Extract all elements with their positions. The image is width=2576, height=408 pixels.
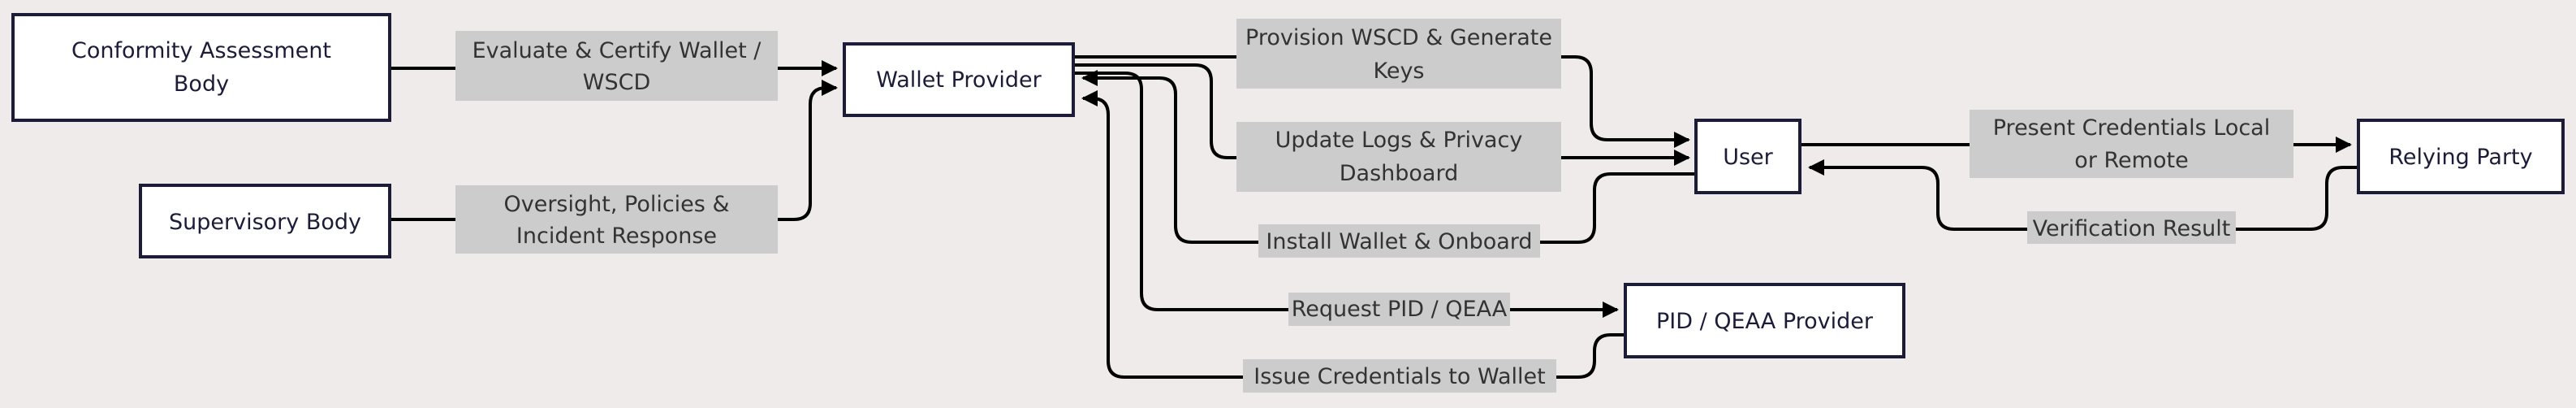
edge-label-update-logs-line-1: Update Logs & Privacy	[1275, 128, 1523, 153]
node-conformity-assessment-body-line-2: Body	[174, 72, 229, 97]
node-supervisory-body-label: Supervisory Body	[169, 210, 361, 235]
edge-label-update-logs: Update Logs & Privacy Dashboard	[1236, 122, 1561, 192]
edge-label-present-credentials: Present Credentials Local or Remote	[1970, 110, 2293, 178]
edge-label-oversight-policies-line-1: Oversight, Policies &	[503, 192, 729, 217]
edge-label-install-wallet: Install Wallet & Onboard	[1258, 224, 1540, 258]
edge-label-provision-wscd-line-2: Keys	[1373, 59, 1424, 84]
node-wallet-provider: Wallet Provider	[843, 42, 1075, 117]
edge-wallet-provider-to-user-provision	[1073, 55, 1690, 148]
node-wallet-provider-label: Wallet Provider	[876, 67, 1042, 93]
edge-label-issue-credentials: Issue Credentials to Wallet	[1243, 359, 1556, 393]
edge-label-oversight-policies: Oversight, Policies & Incident Response	[455, 185, 778, 254]
edge-label-evaluate-certify: Evaluate & Certify Wallet / WSCD	[455, 31, 778, 101]
edge-label-provision-wscd: Provision WSCD & Generate Keys	[1236, 19, 1561, 89]
node-conformity-assessment-body: Conformity Assessment Body	[11, 13, 391, 122]
edge-wallet-provider-to-pid-request	[1073, 72, 1619, 318]
edge-label-oversight-policies-line-2: Incident Response	[516, 224, 717, 249]
edge-label-request-pid-line-1: Request PID / QEAA	[1292, 297, 1508, 322]
node-pid-qeaa-provider-label: PID / QEAA Provider	[1656, 309, 1874, 334]
edge-label-provision-wscd-line-1: Provision WSCD & Generate	[1245, 25, 1552, 50]
edge-label-verification-result-line-1: Verification Result	[2033, 216, 2231, 241]
edge-label-issue-credentials-line-1: Issue Credentials to Wallet	[1253, 364, 1545, 389]
edge-wallet-provider-to-user-logs	[1073, 63, 1690, 166]
edge-label-update-logs-line-2: Dashboard	[1340, 161, 1458, 186]
edge-label-verification-result: Verification Result	[2027, 211, 2236, 244]
edge-label-present-credentials-line-2: or Remote	[2074, 148, 2188, 173]
edge-label-install-wallet-line-1: Install Wallet & Onboard	[1266, 229, 1532, 254]
node-user-label: User	[1723, 145, 1773, 170]
edge-supervisory-to-wallet-provider	[390, 80, 838, 221]
node-relying-party: Relying Party	[2357, 119, 2565, 194]
node-supervisory-body: Supervisory Body	[139, 184, 391, 258]
node-conformity-assessment-body-line-1: Conformity Assessment	[71, 38, 331, 63]
edge-label-evaluate-certify-line-1: Evaluate & Certify Wallet /	[472, 38, 762, 63]
edge-label-evaluate-certify-line-2: WSCD	[583, 70, 650, 95]
node-user: User	[1694, 119, 1801, 194]
node-pid-qeaa-provider: PID / QEAA Provider	[1624, 283, 1905, 358]
node-relying-party-label: Relying Party	[2388, 145, 2532, 170]
edge-label-request-pid: Request PID / QEAA	[1288, 293, 1510, 326]
edge-label-present-credentials-line-1: Present Credentials Local	[1993, 115, 2270, 141]
